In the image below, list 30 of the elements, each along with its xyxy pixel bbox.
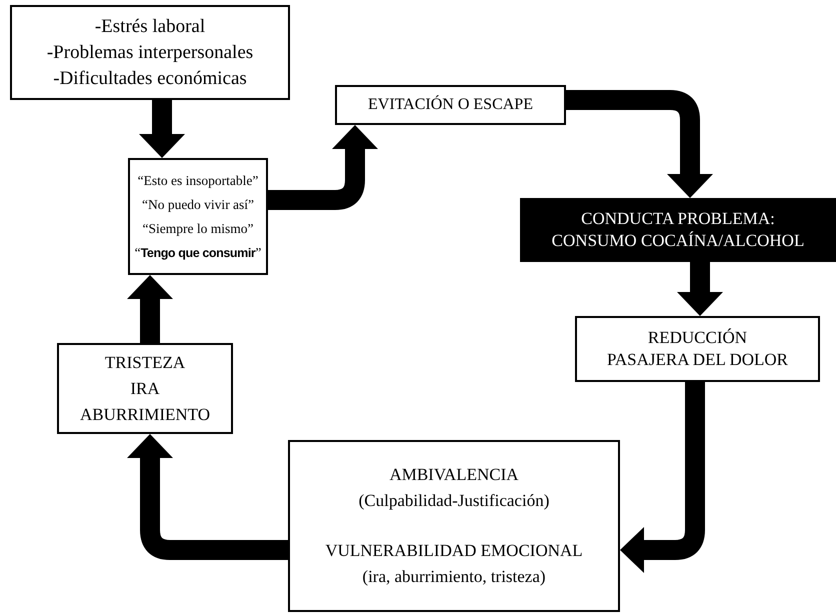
box-text: PASAJERA DEL DOLOR	[606, 349, 788, 371]
box-text: “Tengo que consumir”	[134, 244, 262, 262]
thick-arrow	[566, 90, 713, 198]
thick-arrow	[620, 382, 705, 573]
box-text: TRISTEZA	[104, 352, 186, 374]
process-box	[57, 343, 233, 434]
thick-arrow	[677, 262, 723, 316]
thick-arrow	[139, 100, 185, 158]
box-text: REDUCCIÓN	[648, 327, 748, 349]
box-text: “Esto es insoportable”	[138, 172, 258, 190]
box-text: “No puedo vivir así”	[142, 196, 254, 214]
box-text: VULNERABILIDAD EMOCIONAL (ira, aburrimiento, tristeza)	[324, 540, 584, 588]
box-text: “Siempre lo mismo”	[142, 220, 254, 238]
thick-arrow	[127, 434, 288, 560]
process-box	[575, 316, 820, 382]
thick-arrow	[127, 275, 173, 343]
box-text: -Estrés laboral	[94, 14, 206, 38]
process-box	[335, 85, 566, 125]
box-text: EVITACIÓN O ESCAPE	[368, 95, 533, 115]
box-text: AMBIVALENCIA (Culpabilidad-Justificación)	[358, 464, 550, 512]
process-box	[128, 158, 268, 275]
thick-arrow	[268, 125, 378, 210]
box-text: IRA	[130, 378, 160, 400]
process-box	[10, 5, 290, 100]
box-text: -Dificultades económicas	[53, 66, 247, 90]
box-text: ABURRIMIENTO	[80, 404, 210, 426]
process-box	[520, 198, 836, 262]
process-box	[288, 440, 620, 612]
box-text: -Problemas interpersonales	[46, 40, 254, 64]
box-text: CONDUCTA PROBLEMA: CONSUMO COCAÍNA/ALCOHOL	[550, 208, 806, 252]
